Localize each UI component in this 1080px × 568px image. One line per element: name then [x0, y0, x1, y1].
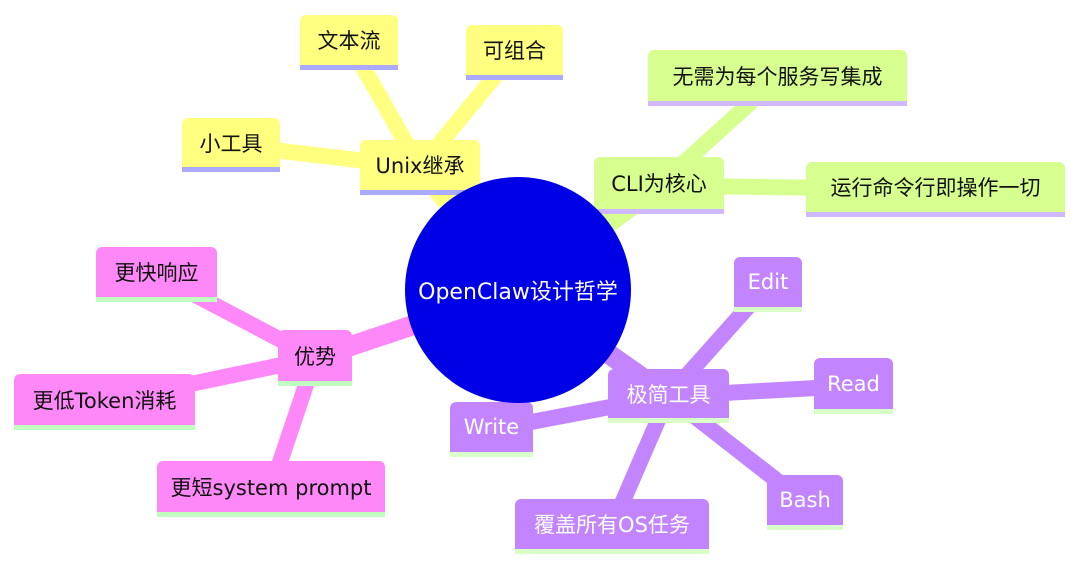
- leaf-label: 小工具: [199, 131, 263, 156]
- leaf-label: Edit: [747, 270, 789, 294]
- leaf-cover-all-os-tasks[interactable]: 覆盖所有OS任务: [515, 499, 709, 554]
- branch-label: CLI为核心: [611, 172, 707, 196]
- leaf-label: 运行命令行即操作一切: [830, 176, 1041, 200]
- leaf-composable[interactable]: 可组合: [466, 25, 563, 80]
- leaf-label: Write: [463, 415, 520, 439]
- branch-unix-inheritance[interactable]: Unix继承: [360, 140, 480, 195]
- leaf-label: 覆盖所有OS任务: [534, 513, 690, 537]
- leaf-label: Read: [827, 371, 880, 396]
- branch-label: 极简工具: [626, 382, 711, 407]
- leaf-small-tools[interactable]: 小工具: [182, 118, 280, 172]
- leaf-edit[interactable]: Edit: [734, 257, 802, 312]
- branch-minimal-tools[interactable]: 极简工具: [608, 369, 729, 423]
- central-topic-label: OpenClaw设计哲学: [418, 280, 618, 305]
- leaf-faster-response[interactable]: 更快响应: [96, 247, 217, 302]
- branch-cli-core[interactable]: CLI为核心: [594, 157, 724, 214]
- central-topic[interactable]: OpenClaw设计哲学: [405, 177, 631, 403]
- leaf-label: Bash: [779, 488, 831, 512]
- leaf-bash[interactable]: Bash: [767, 475, 843, 530]
- leaf-lower-token-usage[interactable]: 更低Token消耗: [14, 374, 195, 430]
- leaf-no-integration-needed[interactable]: 无需为每个服务写集成: [648, 50, 907, 106]
- branch-label: 优势: [294, 344, 336, 369]
- leaf-label: 无需为每个服务写集成: [672, 64, 883, 89]
- leaf-run-command-line[interactable]: 运行命令行即操作一切: [806, 162, 1065, 217]
- branch-label: Unix继承: [375, 154, 465, 178]
- leaf-label: 可组合: [483, 39, 546, 63]
- leaf-write[interactable]: Write: [450, 402, 533, 457]
- leaf-label: 更短system prompt: [170, 475, 372, 500]
- leaf-text-stream[interactable]: 文本流: [300, 15, 398, 70]
- leaf-label: 文本流: [317, 29, 381, 53]
- leaf-shorter-system-prompt[interactable]: 更短system prompt: [157, 461, 385, 517]
- leaf-label: 更快响应: [114, 261, 199, 285]
- branch-advantages[interactable]: 优势: [278, 330, 352, 386]
- leaf-label: 更低Token消耗: [32, 388, 177, 413]
- leaf-read[interactable]: Read: [814, 358, 893, 414]
